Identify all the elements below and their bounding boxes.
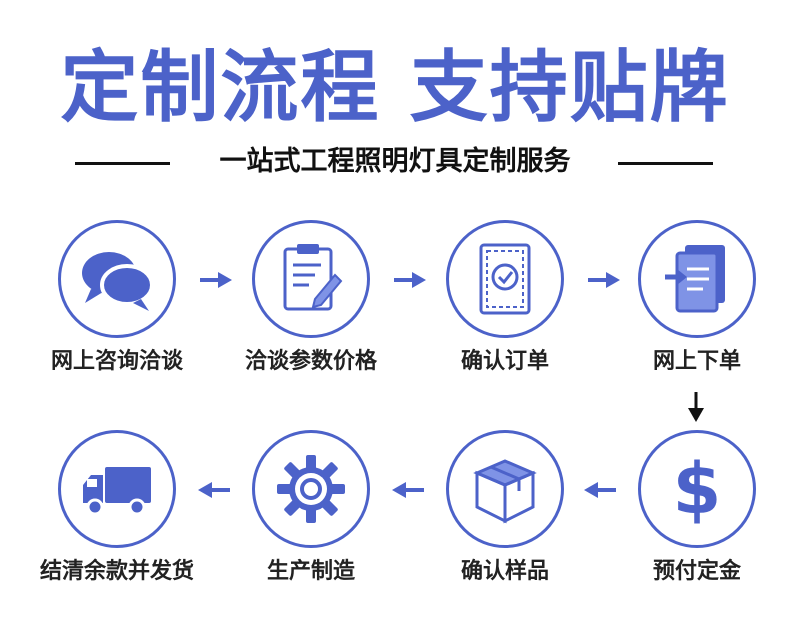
step-circle: $ <box>638 430 756 548</box>
step-circle <box>58 220 176 338</box>
step-consult: 网上咨询洽谈 <box>42 220 192 390</box>
step-circle <box>638 220 756 338</box>
step-confirm-sample: 确认样品 <box>430 430 580 600</box>
box-icon <box>473 459 537 524</box>
chat-bubbles-icon <box>82 252 154 311</box>
step-deposit: $ 预付定金 <box>622 430 772 600</box>
step-circle <box>58 430 176 548</box>
step-label: 洽谈参数价格 <box>244 349 377 374</box>
step-label: 结清余款并发货 <box>39 559 194 584</box>
step-place-order: 网上下单 <box>622 220 772 390</box>
step-negotiate-price: 洽谈参数价格 <box>236 220 386 390</box>
arrow-down-icon <box>686 390 706 424</box>
step-circle <box>252 430 370 548</box>
document-stack-icon <box>665 245 725 313</box>
step-settle-ship: 结清余款并发货 <box>40 430 194 600</box>
divider-right <box>618 162 713 165</box>
order-check-icon <box>479 243 531 315</box>
step-label: 预付定金 <box>652 559 741 584</box>
arrow-left-icon <box>582 480 618 500</box>
step-circle <box>446 430 564 548</box>
arrow-left-icon <box>390 480 426 500</box>
step-manufacturing: 生产制造 <box>236 430 386 600</box>
step-label: 确认订单 <box>460 349 549 374</box>
page-subtitle: 一站式工程照明灯具定制服务 <box>219 146 571 177</box>
arrow-right-icon <box>198 270 234 290</box>
arrow-right-icon <box>586 270 622 290</box>
divider-left <box>75 162 170 165</box>
arrow-left-icon <box>196 480 232 500</box>
dollar-icon: $ <box>673 448 722 530</box>
step-label: 生产制造 <box>266 559 355 584</box>
svg-text:$: $ <box>673 448 722 530</box>
step-label: 网上下单 <box>652 349 741 374</box>
step-label: 网上咨询洽谈 <box>50 349 183 374</box>
arrow-right-icon <box>392 270 428 290</box>
step-confirm-order: 确认订单 <box>430 220 580 390</box>
step-label: 确认样品 <box>460 559 549 584</box>
gear-icon <box>277 455 345 523</box>
truck-icon <box>83 467 151 516</box>
step-circle <box>446 220 564 338</box>
subtitle-row: 一站式工程照明灯具定制服务 <box>0 140 790 184</box>
clipboard-pen-icon <box>283 244 343 311</box>
step-circle <box>252 220 370 338</box>
page-title: 定制流程 支持贴牌 <box>60 43 730 133</box>
